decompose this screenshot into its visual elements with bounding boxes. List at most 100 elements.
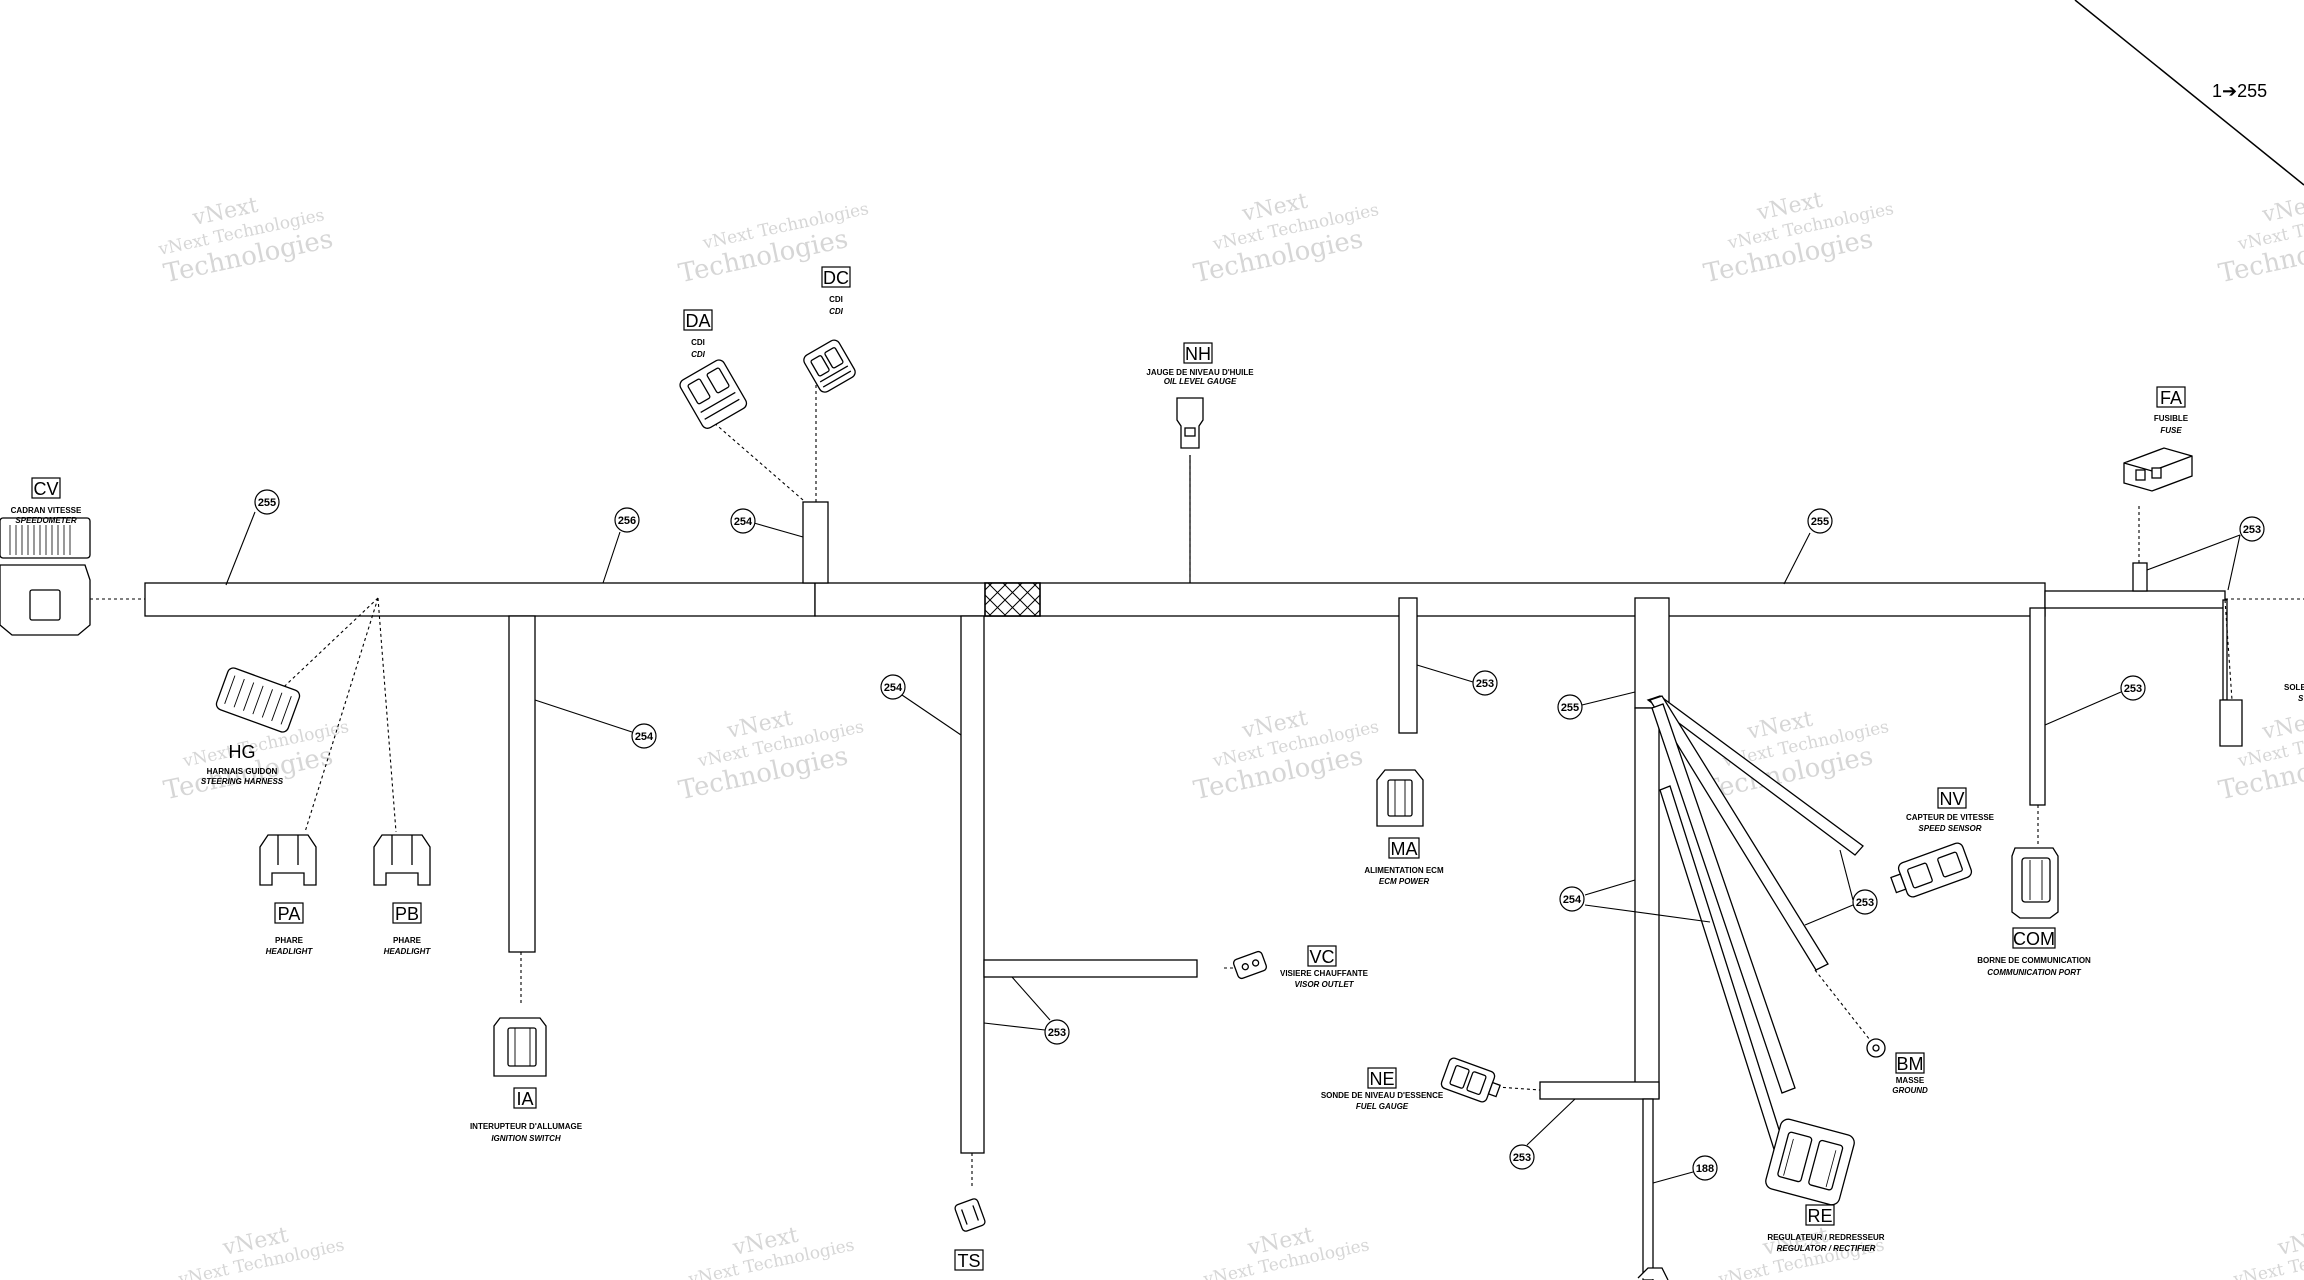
harness-drop-center — [1634, 597, 1670, 709]
watermark-group: vNext Technologies vNext Technologies — [1191, 706, 1381, 807]
svg-text:DA: DA — [685, 311, 710, 331]
svg-text:PHARE: PHARE — [393, 936, 422, 945]
svg-text:BM: BM — [1897, 1054, 1924, 1074]
callout-254: 254 — [880, 674, 962, 736]
svg-text:BORNE DE COMMUNICATION: BORNE DE COMMUNICATION — [1977, 956, 2091, 965]
watermark-group: vNext Technologies vNext Technologies — [1701, 188, 1896, 290]
svg-text:STEERING HARNESS: STEERING HARNESS — [201, 777, 284, 786]
connector-label-hg: HG HARNAIS GUIDON STEERING HARNESS — [201, 742, 284, 786]
svg-text:IA: IA — [516, 1089, 533, 1109]
connector-label-nh: NH JAUGE DE NIVEAU D'HUILE OIL LEVEL GAU… — [1146, 342, 1254, 386]
svg-text:254: 254 — [734, 516, 753, 528]
svg-text:255: 255 — [1561, 702, 1579, 714]
svg-text:FA: FA — [2160, 388, 2182, 408]
callout-256: 256 — [602, 507, 640, 584]
svg-text:254: 254 — [1563, 894, 1582, 906]
svg-text:SONDE DE NIVEAU D'ESSENCE: SONDE DE NIVEAU D'ESSENCE — [1321, 1091, 1444, 1100]
regulator-rectifier-connector-icon — [1765, 1118, 1855, 1206]
connector-label-cv: CV CADRAN VITESSE SPEEDOMETER — [11, 477, 82, 525]
callout-253: 253 — [1804, 849, 1878, 926]
headlight-connector-pb-icon — [373, 834, 431, 886]
svg-text:NH: NH — [1185, 344, 1211, 364]
connector-label-nv: NV CAPTEUR DE VITESSE SPEED SENSOR — [1906, 787, 1995, 833]
svg-text:SPEED SENSOR: SPEED SENSOR — [1918, 824, 1981, 833]
svg-text:ALIMENTATION ECM: ALIMENTATION ECM — [1364, 866, 1444, 875]
svg-text:CDI: CDI — [691, 338, 705, 347]
svg-text:253: 253 — [2243, 524, 2261, 536]
cdi-connector-dc-icon — [803, 339, 856, 393]
harness-branch-vc — [983, 959, 1198, 978]
svg-text:HEADLIGHT: HEADLIGHT — [266, 947, 314, 956]
ecm-power-connector-icon — [1376, 769, 1424, 827]
svg-text:SPEEDOMETER: SPEEDOMETER — [15, 516, 77, 525]
svg-text:IGNITION SWITCH: IGNITION SWITCH — [491, 1134, 561, 1143]
watermark-group: vNext Technologies vNext Technologies — [2216, 190, 2304, 290]
connector-label-pb: PB PHARE HEADLIGHT — [384, 902, 431, 956]
harness-drop-ts — [960, 615, 985, 1154]
ground-ring-terminal-icon — [1866, 1038, 1886, 1058]
svg-text:253: 253 — [2124, 683, 2142, 695]
svg-text:FUSE: FUSE — [2160, 426, 2182, 435]
connector-label-ne: NE SONDE DE NIVEAU D'ESSENCE FUEL GAUGE — [1321, 1067, 1444, 1111]
harness-trunk-far-right — [2044, 590, 2226, 609]
connector-label-ma: MA ALIMENTATION ECM ECM POWER — [1364, 837, 1444, 886]
svg-text:HARNAIS GUIDON: HARNAIS GUIDON — [207, 767, 278, 776]
ignition-switch-connector-icon — [493, 1017, 547, 1077]
svg-text:vNext: vNext — [2275, 1223, 2304, 1261]
connector-label-ia: IA INTERUPTEUR D'ALLUMAGE IGNITION SWITC… — [470, 1087, 583, 1143]
cdi-connector-da-icon — [679, 359, 748, 429]
svg-text:VISIERE CHAUFFANTE: VISIERE CHAUFFANTE — [1280, 969, 1369, 978]
connector-188-icon — [1637, 1267, 1669, 1280]
harness-branch-re — [1651, 703, 1796, 1094]
harness-drop-com — [2029, 607, 2046, 806]
callout-254: 254 — [730, 508, 804, 538]
harness-drop-dc — [802, 501, 829, 584]
watermark-group: vNext Technologies vNext — [686, 1223, 856, 1280]
svg-text:COM: COM — [2013, 929, 2055, 949]
callout-253: 253 — [2146, 516, 2265, 591]
oil-gauge-connector-icon — [1176, 397, 1204, 449]
connector-labels: CV CADRAN VITESSE SPEEDOMETER DA CDI CDI… — [11, 266, 2304, 1271]
harness-trunk-left — [144, 582, 816, 617]
watermark-group: vNext Technologies vNext Technologies — [676, 706, 866, 807]
svg-text:CAPTEUR DE VITESSE: CAPTEUR DE VITESSE — [1906, 813, 1995, 822]
connector-label-dc: DC CDI CDI — [821, 266, 851, 316]
harness — [144, 501, 2228, 1280]
svg-text:NE: NE — [1369, 1069, 1394, 1089]
svg-text:OIL LEVEL GAUGE: OIL LEVEL GAUGE — [1164, 377, 1237, 386]
visor-outlet-connector-icon — [1232, 950, 1268, 980]
solenoid-connector-icon — [2219, 699, 2243, 747]
watermark-group: vNext Technologies vNext Technologies — [1191, 189, 1381, 290]
watermark-group: vNext Technologies Technologies — [161, 717, 351, 806]
callout-255: 255 — [1783, 508, 1833, 585]
callout-253: 253 — [2044, 675, 2146, 726]
svg-text:CDI: CDI — [829, 295, 843, 304]
svg-text:MASSE: MASSE — [1896, 1076, 1925, 1085]
grommet-hatch — [985, 583, 1040, 616]
svg-text:HG: HG — [229, 742, 256, 762]
svg-text:PHARE: PHARE — [275, 936, 304, 945]
page-reference-line — [2074, 0, 2304, 186]
svg-text:255: 255 — [1811, 516, 1829, 528]
connector-label-com: COM BORNE DE COMMUNICATION COMMUNICATION… — [1977, 927, 2091, 977]
svg-text:FUSIBLE: FUSIBLE — [2154, 414, 2189, 423]
communication-port-connector-icon — [2011, 847, 2059, 919]
svg-text:REGULATOR / RECTIFIER: REGULATOR / RECTIFIER — [1777, 1244, 1876, 1253]
svg-text:CDI: CDI — [691, 350, 706, 359]
svg-text:RE: RE — [1807, 1206, 1832, 1226]
svg-text:256: 256 — [618, 515, 636, 527]
headlight-connector-pa-icon — [259, 834, 317, 886]
svg-text:SOLE: SOLE — [2284, 683, 2304, 692]
callout-254: 254 — [534, 699, 657, 749]
svg-text:253: 253 — [1476, 678, 1494, 690]
callout-255: 255 — [1557, 691, 1636, 720]
speed-sensor-connector-icon — [1890, 842, 1973, 898]
speedometer-connector-icon — [0, 517, 91, 636]
connector-label-re: RE REGULATEUR / REDRESSEUR REGULATOR / R… — [1767, 1204, 1885, 1253]
svg-text:GROUND: GROUND — [1892, 1086, 1928, 1095]
fuel-gauge-connector-icon — [1440, 1057, 1501, 1103]
watermark-group: vNext Technologies vNext — [176, 1223, 346, 1280]
connector-label-ts: TS — [954, 1249, 984, 1271]
svg-text:188: 188 — [1696, 1163, 1714, 1175]
harness-branch-254 — [1659, 785, 1796, 1185]
